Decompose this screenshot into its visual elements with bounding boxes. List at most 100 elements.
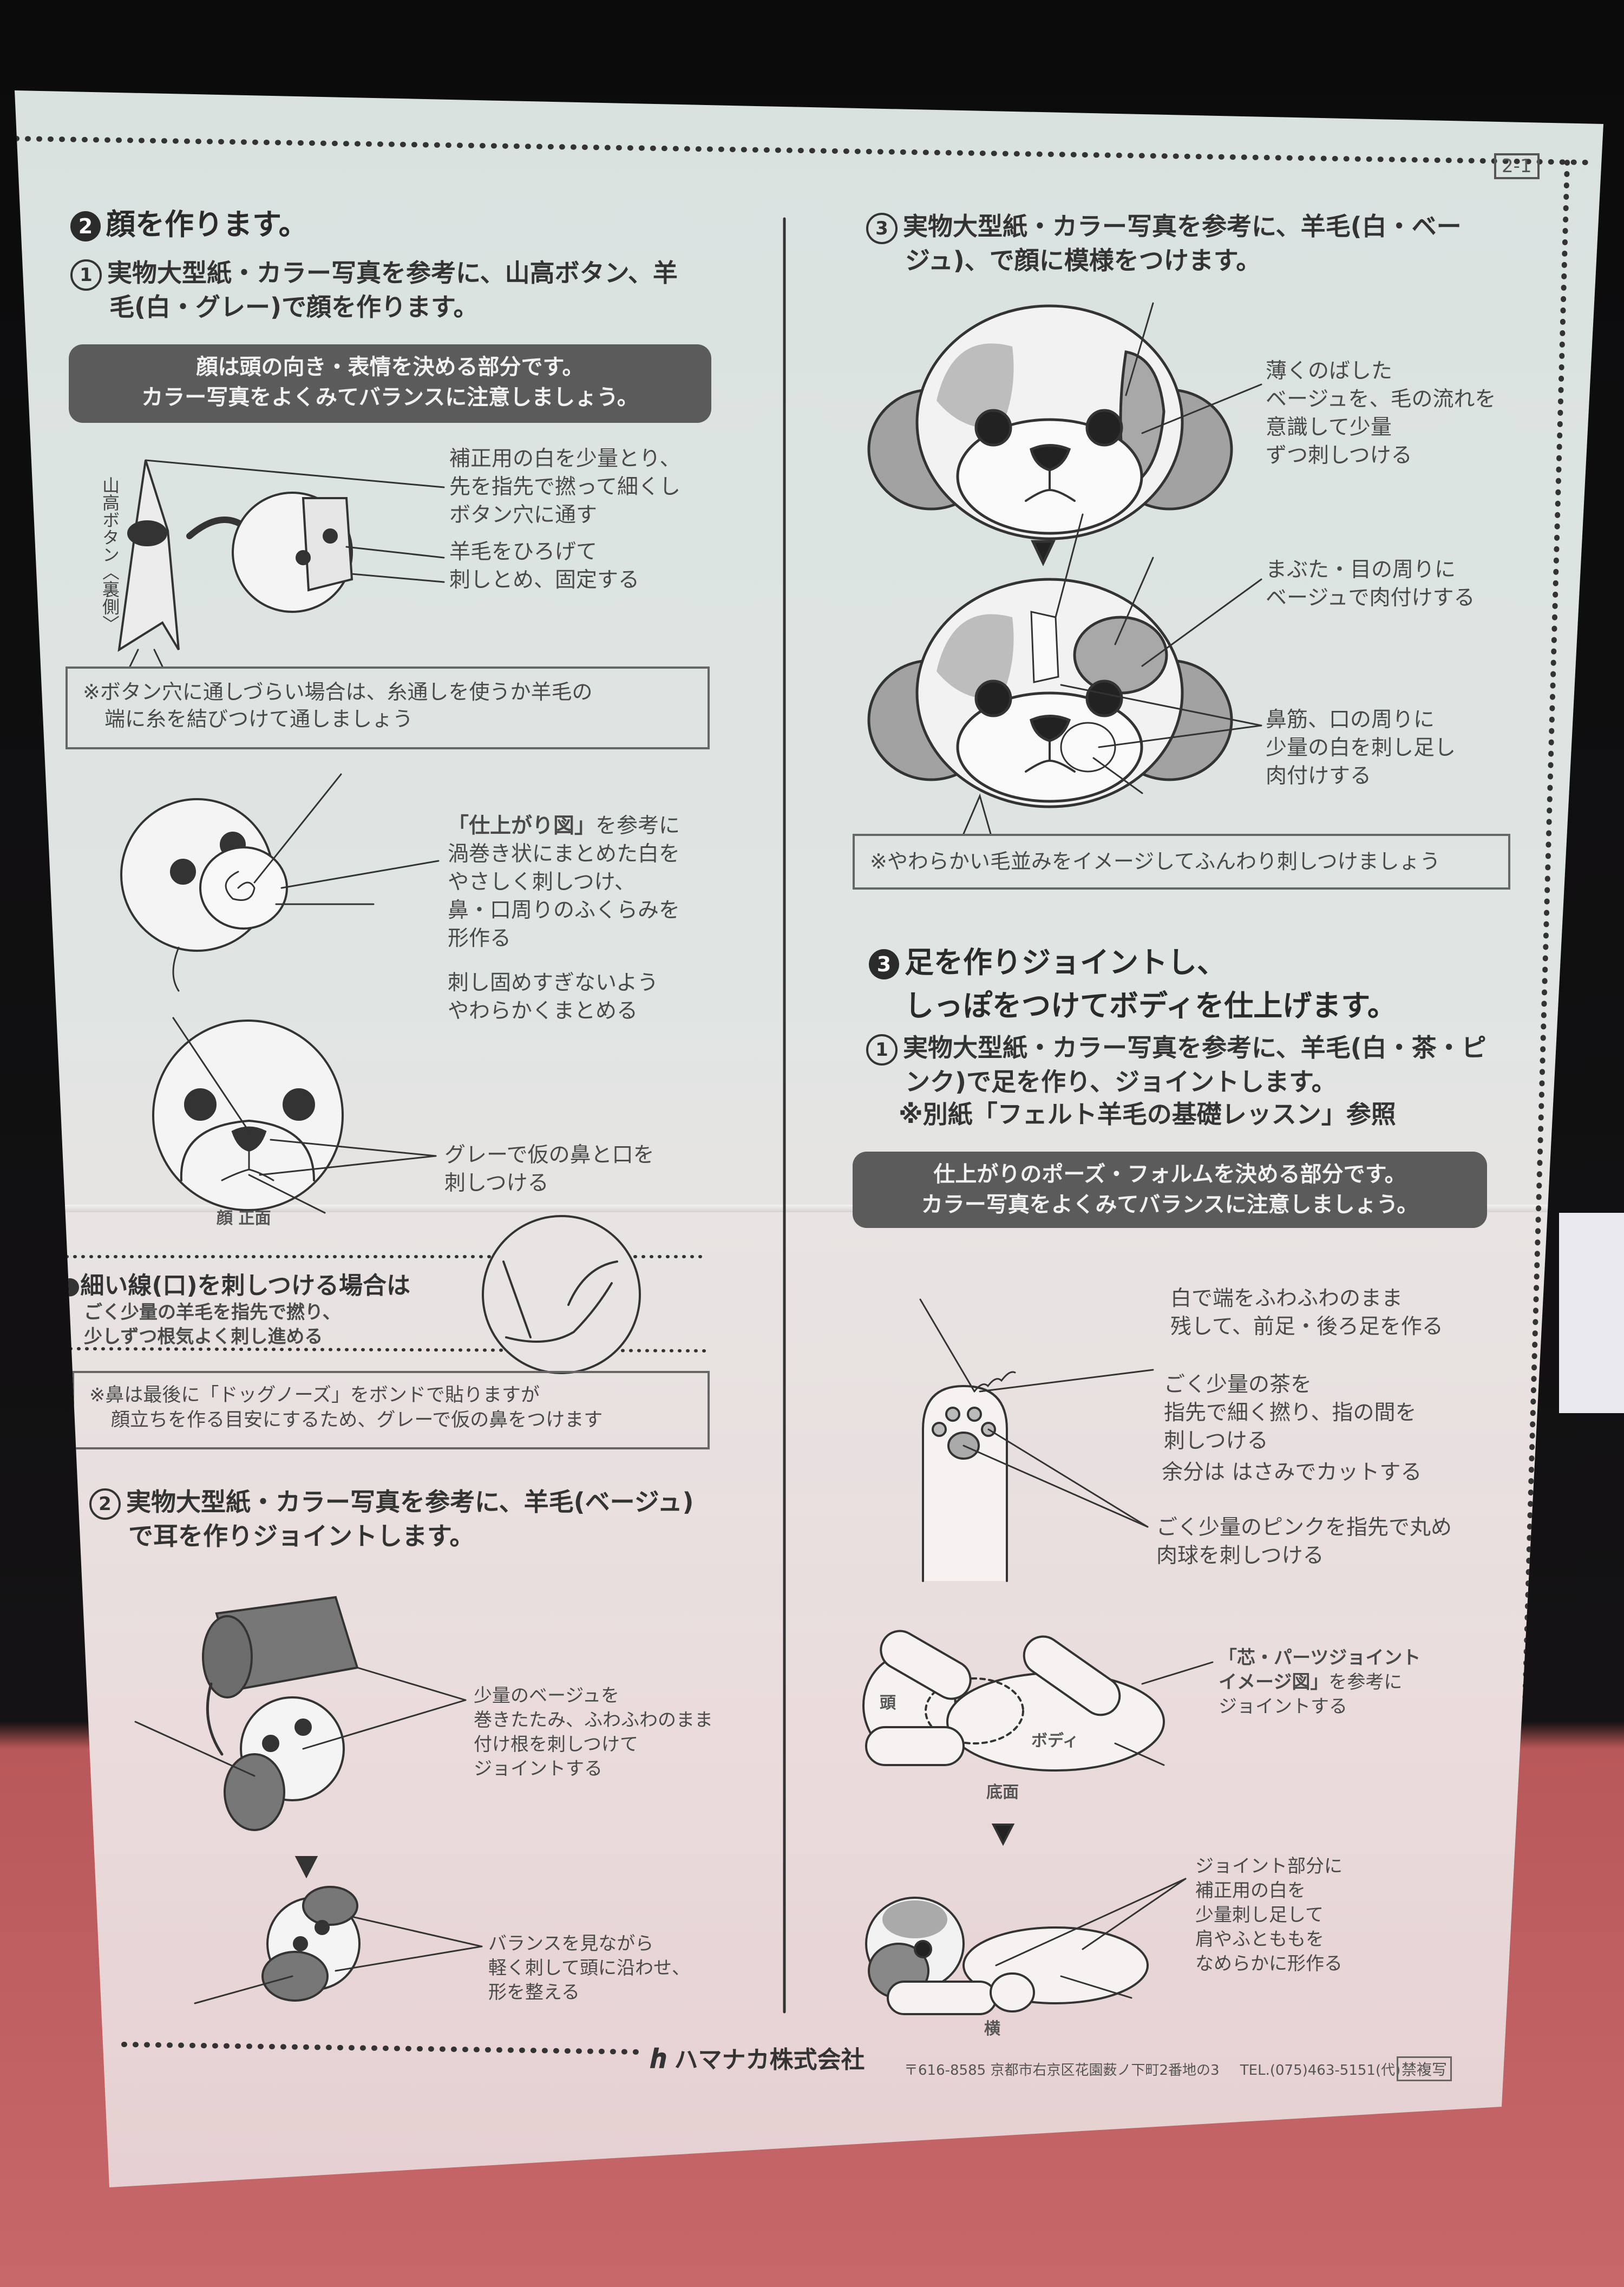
label-line: 刺しとめ、固定する (449, 568, 640, 592)
label-line: 羊毛をひろげて (449, 540, 598, 564)
callout-line: カラー写真をよくみてバランスに注意しましょう。 (921, 1192, 1419, 1217)
tip-title: ●細い線(口)を刺しつける場合は (60, 1272, 410, 1299)
label-line: まぶた・目の周りに (1266, 558, 1456, 582)
label-line: ジョイントする (474, 1758, 603, 1780)
step-line: で耳を作りジョイントします。 (128, 1521, 475, 1551)
label-soft: 刺し固めすぎないよう やわらかくまとめる (448, 969, 658, 1025)
label-line: やさしく刺しつけ、 (448, 870, 636, 894)
muzzle-swirl-illustration (120, 773, 440, 992)
label-line: 渦巻き状にまとめた白を (448, 842, 680, 866)
label-line: 先を指先で撚って細くし (449, 475, 681, 499)
label-line: ベージュを、毛の流れを (1266, 387, 1496, 411)
caption-side-view: 横 (984, 2020, 1000, 2038)
label-cut-excess: 余分は はさみでカットする (1162, 1460, 1422, 1485)
step-number-circle: 1 (866, 1034, 898, 1066)
caption-bottom-view: 底面 (986, 1783, 1019, 1802)
label-line: 刺しつける (1164, 1429, 1268, 1453)
caption-head: 頭 (880, 1694, 896, 1713)
note-line: ※鼻は最後に「ドッグノーズ」をボンドで貼りますが (89, 1384, 540, 1406)
top-dotted-border (15, 136, 1589, 165)
section-number-badge: 3 (869, 949, 899, 980)
face-front-illustration (152, 1017, 437, 1214)
tip-line: ごく少量の羊毛を指先で撚り、 (84, 1302, 341, 1323)
tip-thin-line: ●細い線(口)を刺しつける場合は ごく少量の羊毛を指先で撚り、 少しずつ根気よく… (60, 1266, 410, 1349)
label-thin-beige: 薄くのばした ベージュを、毛の流れを 意識して少量 ずつ刺しつける (1266, 357, 1496, 470)
callout-line: 仕上がりのポーズ・フォルムを決める部分です。 (933, 1162, 1406, 1187)
label-line: 少量刺し足して (1195, 1904, 1324, 1926)
right-dotted-border (1513, 160, 1570, 2044)
page-label: 2-1 (1494, 153, 1540, 179)
tip-line: 少しずつ根気よく刺し進める (84, 1326, 323, 1348)
label-line: ベージュで肉付けする (1266, 586, 1475, 610)
label-line: 少量のベージュを (474, 1685, 619, 1707)
label-bold-ref: イメージ図」 (1219, 1671, 1329, 1693)
label-line: 肩やふとももを (1195, 1929, 1324, 1950)
note-dog-nose: ※鼻は最後に「ドッグノーズ」をボンドで貼りますが 顔立ちを作る目安にするため、グ… (72, 1371, 710, 1449)
label-line: ジョイント部分に (1195, 1855, 1343, 1877)
step-line: 実物大型紙・カラー写真を参考に、山高ボタン、羊 (107, 258, 678, 287)
label-line: バランスを見ながら (488, 1933, 654, 1955)
note-line: 端に糸を結びつけて通しましょう (104, 707, 414, 731)
yamataka-button-illustration (117, 459, 445, 668)
tip-dotted-line-bottom (69, 1347, 711, 1352)
section-title: 顔を作ります。 (106, 207, 308, 241)
label-line: 形作る (448, 926, 512, 951)
label-line: 肉付けする (1266, 764, 1372, 788)
label-swirl: 「仕上がり図」を参考に 渦巻き状にまとめた白を やさしく刺しつけ、 鼻・口周りの… (448, 812, 680, 953)
background-monitor (1559, 1213, 1624, 1413)
label-line: 刺しつける (444, 1171, 549, 1195)
label-line: 付け根を刺しつけて (474, 1734, 638, 1755)
step-line: ンク)で足を作り、ジョイントします。 (905, 1067, 1337, 1096)
label-line: 鼻筋、口の周りに (1266, 708, 1435, 732)
button-back-label: 山高ボタン〈裏側〉 (100, 476, 120, 632)
step-line: 実物大型紙・カラー写真を参考に、羊毛(白・茶・ピ (903, 1033, 1487, 1062)
face-pattern-step1-illustration (867, 302, 1262, 566)
label-line: ずつ刺しつける (1266, 443, 1412, 468)
note-line: ※ボタン穴に通しづらい場合は、糸通しを使うか羊毛の (83, 680, 593, 704)
callout-banner: 顔は頭の向き・表情を決める部分です。 カラー写真をよくみてバランスに注意しましょ… (69, 344, 711, 423)
label-gray-nose: グレーで仮の鼻と口を 刺しつける (444, 1141, 654, 1198)
twist-detail-illustration (482, 1215, 641, 1374)
label-line: 補正用の白を (1195, 1880, 1306, 1902)
reference-note: ※別紙「フェルト羊毛の基礎レッスン」参照 (899, 1099, 1396, 1129)
finished-body-side-illustration (865, 1878, 1187, 2015)
label-line: 意識して少量 (1266, 415, 1392, 440)
label-line: 鼻・口周りのふくらみを (448, 898, 680, 923)
label-line: 刺し固めすぎないよう (448, 971, 659, 995)
step-line: 毛(白・グレー)で顔を作ります。 (109, 292, 479, 322)
label-line: 指先で細く撚り、指の間を (1164, 1401, 1417, 1425)
label-balance: バランスを見ながら 軽く刺して頭に沿わせ、 形を整える (488, 1932, 690, 2005)
note-soft-fur: ※やわらかい毛並みをイメージしてふんわり刺しつけましょう (853, 834, 1510, 890)
face-pattern-step2-illustration (867, 513, 1262, 835)
step-number-circle: 2 (89, 1488, 121, 1520)
step-line: 実物大型紙・カラー写真を参考に、羊毛(ベージュ) (126, 1487, 694, 1517)
label-brown-toes: ごく少量の茶を 指先で細く撚り、指の間を 刺しつける (1164, 1371, 1416, 1455)
note-line: 顔立ちを作る目安にするため、グレーで仮の鼻をつけます (111, 1409, 603, 1431)
section-title: しっぽをつけてボディを仕上げます。 (905, 989, 1397, 1023)
label-line: ごく少量のピンクを指先で丸め (1156, 1515, 1452, 1540)
body-joint-bottom-illustration (862, 1630, 1214, 1846)
note-button-hole: ※ボタン穴に通しづらい場合は、糸通しを使うか羊毛の 端に糸を結びつけて通しましょ… (66, 667, 710, 749)
company-name: ハマナカ株式会社 (674, 2046, 865, 2074)
label-line: 少量の白を刺し足し (1266, 736, 1456, 760)
label-thread-wool: 補正用の白を少量とり、 先を指先で撚って細くし ボタン穴に通す (449, 445, 680, 530)
caption-face-front: 顔 正面 (217, 1209, 271, 1228)
company-phone: TEL.(075)463-5151(代) (1240, 2062, 1401, 2079)
label-line: 薄くのばした (1266, 359, 1393, 383)
step-number-circle: 3 (866, 212, 898, 244)
label-line: 巻きたたみ、ふわふわのまま (474, 1709, 713, 1731)
label-line: ごく少量の茶を (1164, 1373, 1312, 1397)
label-line: 残して、前足・後ろ足を作る (1170, 1315, 1443, 1339)
no-copy-stamp: 禁複写 (1397, 2056, 1452, 2081)
label-line: ボタン穴に通す (449, 503, 598, 527)
label-nose-bridge: 鼻筋、口の周りに 少量の白を刺し足し 肉付けする (1266, 706, 1456, 790)
paw-illustration (919, 1298, 1154, 1582)
section-title: 足を作りジョイントし、 (905, 945, 1226, 979)
footer-contact: 〒616-8585 京都市右京区花園薮ノ下町2番地の3 TEL.(075)463… (904, 2059, 1400, 2079)
